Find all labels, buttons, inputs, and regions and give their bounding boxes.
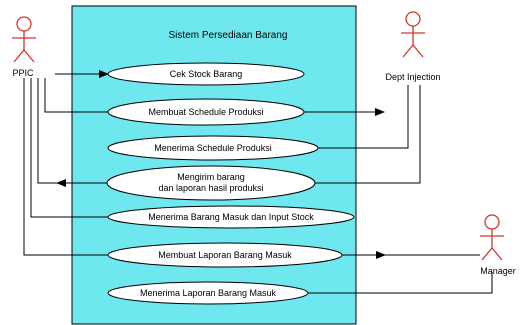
actor-manager-label: Manager <box>480 266 516 276</box>
actor-ppic-label: PPIC <box>12 68 34 78</box>
assoc-ppic-membuat-schedule <box>44 78 108 113</box>
use-case-label-line1: Mengirim barang <box>177 172 245 182</box>
use-case-label: Cek Stock Barang <box>170 69 243 79</box>
use-case-label: Membuat Laporan Barang Masuk <box>158 250 292 260</box>
use-case-label: Membuat Schedule Produksi <box>148 107 263 117</box>
associations <box>23 70 493 294</box>
actor-dept-injection <box>401 11 425 58</box>
dept-injection-head-icon <box>405 11 421 27</box>
system-title: Sistem Persediaan Barang <box>169 30 288 41</box>
use-case-cek-stock: Cek Stock Barang <box>107 62 305 86</box>
use-case-label: Menerima Barang Masuk dan Input Stock <box>148 212 314 222</box>
system-boundary <box>71 5 357 325</box>
use-case-label: Menerima Laporan Barang Masuk <box>140 288 277 298</box>
assoc-ppic-menerima-barang <box>30 78 108 218</box>
use-case-label: Menerima Schedule Produksi <box>154 143 272 153</box>
manager-head-icon <box>484 214 500 230</box>
actor-ppic <box>12 16 36 63</box>
use-case-menerima-laporan: Menerima Laporan Barang Masuk <box>107 281 309 305</box>
use-case-menerima-barang-input-stock: Menerima Barang Masuk dan Input Stock <box>107 205 355 229</box>
assoc-dept-menerima-schedule <box>318 85 409 149</box>
use-case-membuat-laporan: Membuat Laporan Barang Masuk <box>107 242 343 268</box>
use-case-menerima-schedule: Menerima Schedule Produksi <box>107 135 319 161</box>
assoc-dept-mengirim-barang <box>315 85 421 184</box>
use-case-membuat-schedule: Membuat Schedule Produksi <box>107 98 305 126</box>
assoc-ppic-membuat-laporan <box>23 78 108 256</box>
actor-manager <box>480 214 504 261</box>
use-case-mengirim-barang: Mengirim barang dan laporan hasil produk… <box>106 165 316 201</box>
ppic-head-icon <box>16 16 32 32</box>
assoc-manager-menerima-laporan <box>308 272 493 294</box>
use-case-label-line2: dan laporan hasil produksi <box>158 183 263 193</box>
actor-dept-injection-label: Dept Injection <box>385 72 440 82</box>
